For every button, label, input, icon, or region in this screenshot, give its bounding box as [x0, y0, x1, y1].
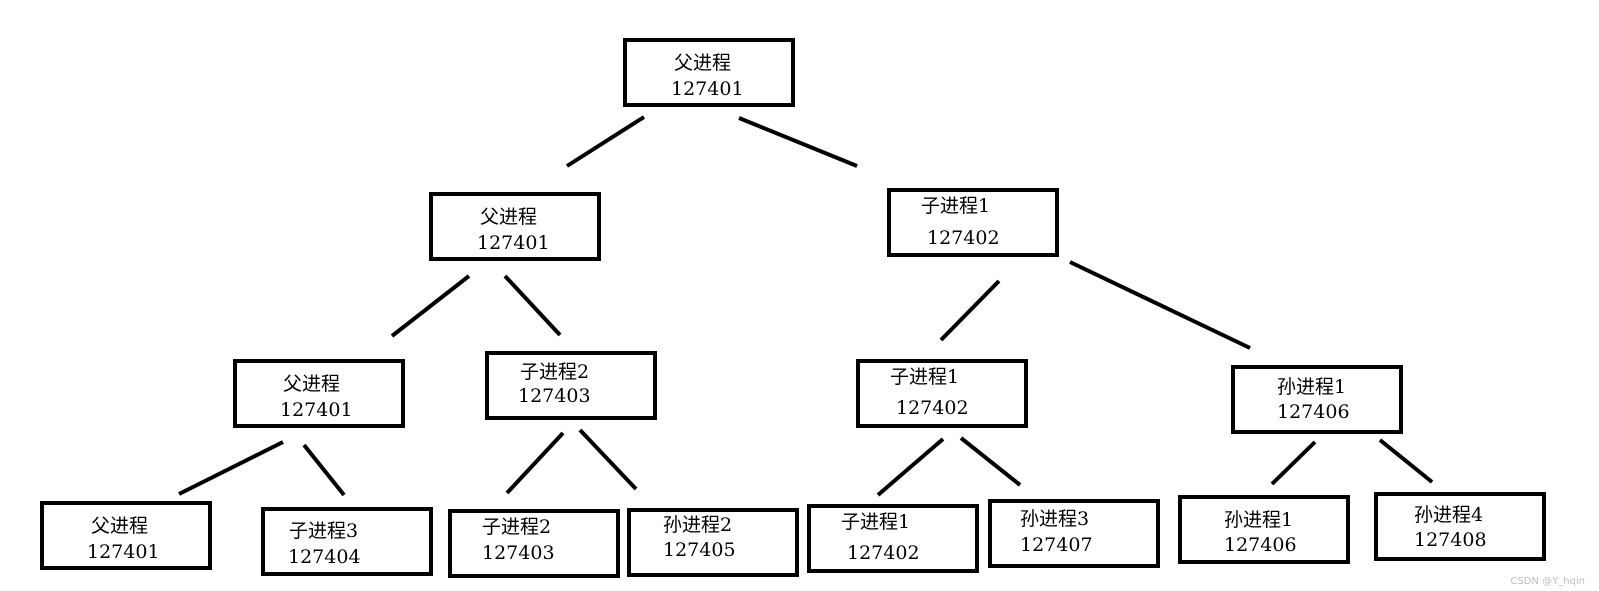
process-pid: 127402	[896, 397, 969, 419]
process-node-n10: 孙进程2 127405	[627, 508, 799, 577]
process-pid: 127401	[87, 541, 160, 563]
process-name: 孙进程4	[1414, 504, 1483, 526]
process-node-n9: 子进程2 127403	[448, 509, 620, 578]
process-name: 孙进程3	[1020, 508, 1089, 530]
process-node-n13: 孙进程1 127406	[1178, 495, 1350, 564]
process-name: 孙进程2	[663, 514, 732, 536]
process-box	[627, 508, 799, 577]
edge-n2-n5	[939, 279, 1001, 342]
process-pid: 127405	[663, 539, 736, 561]
process-node-n7: 父进程 127401	[40, 501, 212, 570]
process-box	[485, 351, 657, 420]
process-pid: 127402	[927, 227, 1000, 249]
process-pid: 127403	[518, 385, 591, 407]
edge-n3-n7	[178, 440, 284, 496]
process-pid: 127401	[477, 232, 550, 254]
edge-n4-n10	[578, 428, 638, 491]
process-name: 孙进程1	[1277, 376, 1346, 398]
process-box	[40, 501, 212, 570]
process-node-n3: 父进程 127401	[233, 359, 405, 428]
edge-n5-n11	[876, 437, 945, 497]
process-box	[623, 38, 795, 107]
process-pid: 127404	[288, 546, 361, 568]
edge-n0-n1	[565, 115, 646, 168]
edge-n1-n3	[390, 274, 471, 338]
process-node-n12: 孙进程3 127407	[988, 499, 1160, 568]
process-name: 子进程1	[841, 511, 910, 533]
process-node-n0: 父进程 127401	[623, 38, 795, 107]
edge-n6-n13	[1270, 440, 1317, 486]
process-box	[429, 192, 601, 261]
process-name: 子进程1	[890, 366, 959, 388]
process-box	[448, 509, 620, 578]
edge-n2-n6	[1069, 260, 1251, 350]
process-box	[233, 359, 405, 428]
process-name: 子进程2	[520, 361, 589, 383]
process-node-n2: 子进程1 127402	[887, 188, 1059, 257]
edge-n5-n12	[959, 436, 1022, 487]
process-name: 父进程	[283, 373, 340, 395]
process-name: 父进程	[674, 52, 731, 74]
process-pid: 127402	[847, 542, 920, 564]
process-box	[1231, 365, 1403, 434]
process-node-n1: 父进程 127401	[429, 192, 601, 261]
process-box	[261, 507, 433, 576]
process-name: 子进程2	[482, 516, 551, 538]
process-box	[887, 188, 1059, 257]
edge-n3-n8	[302, 443, 346, 497]
process-node-n11: 子进程1 127402	[807, 504, 979, 573]
edge-n6-n14	[1378, 438, 1434, 484]
process-pid: 127406	[1224, 534, 1297, 556]
process-pid: 127406	[1277, 401, 1350, 423]
process-pid: 127403	[482, 542, 555, 564]
process-box	[807, 504, 979, 573]
process-name: 父进程	[91, 515, 148, 537]
process-pid: 127401	[280, 399, 353, 421]
process-name: 孙进程1	[1224, 509, 1293, 531]
process-name: 子进程1	[921, 195, 990, 217]
process-name: 父进程	[480, 206, 537, 228]
process-node-n5: 子进程1 127402	[856, 359, 1028, 428]
tree-nodes: 父进程 127401 父进程 127401 子进程1 127402 父进程 127401 子进程…	[40, 38, 1546, 578]
process-node-n14: 孙进程4 127408	[1374, 492, 1546, 561]
process-node-n8: 子进程3 127404	[261, 507, 433, 576]
process-pid: 127408	[1414, 529, 1487, 551]
process-node-n6: 孙进程1 127406	[1231, 365, 1403, 434]
process-box	[856, 359, 1028, 428]
process-pid: 127407	[1020, 534, 1093, 556]
process-box	[1374, 492, 1546, 561]
edge-n1-n4	[503, 274, 562, 337]
edge-n4-n9	[505, 431, 565, 495]
edge-n0-n2	[738, 116, 858, 168]
process-box	[988, 499, 1160, 568]
process-box	[1178, 495, 1350, 564]
tree-edges	[178, 115, 1434, 497]
process-name: 子进程3	[289, 520, 358, 542]
process-pid: 127401	[671, 78, 744, 100]
watermark: CSDN @Y_hqin	[1510, 576, 1585, 587]
